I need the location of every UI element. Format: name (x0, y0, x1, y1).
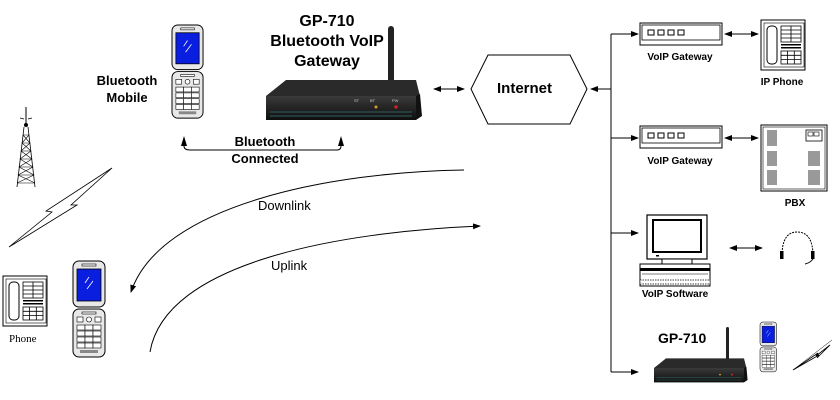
gateway-title: GP-710 Bluetooth VoIP Gateway (247, 12, 407, 72)
phone-label: Phone (9, 333, 37, 345)
gateway-name-line2: Bluetooth VoIP (270, 33, 384, 50)
internet-label: Internet (497, 80, 553, 97)
gateway-model-label: GP-710 (299, 13, 355, 30)
remote-bluetooth-mobile-icon (759, 321, 777, 373)
gp710-remote-device (653, 327, 748, 383)
bluetooth-connected-line2: Connected (231, 151, 299, 166)
gateway-led-label-bt: BT (370, 98, 376, 103)
bluetooth-mobile-label-line2: Mobile (106, 90, 148, 105)
bluetooth-link-arrow-left (181, 136, 187, 146)
bluetooth-mobile-label-line1: Bluetooth (96, 73, 158, 88)
gp710-gateway-device: ST BT PW (265, 26, 423, 121)
bluetooth-connected-line1: Bluetooth (234, 134, 296, 149)
bluetooth-connected-label: Bluetooth Connected (210, 133, 320, 167)
gateway-led-label-pw: PW (392, 98, 399, 103)
voip-gateway-1-label: VoIP Gateway (647, 52, 713, 63)
uplink-label: Uplink (271, 258, 308, 273)
bluetooth-mobile-phone-icon (171, 24, 204, 119)
gateway-led-label-st: ST (354, 98, 360, 103)
ip-phone-label: IP Phone (760, 77, 804, 88)
voip-gateway-2-label: VoIP Gateway (647, 156, 713, 167)
lightning-signal-icon (8, 167, 113, 248)
downlink-label: Downlink (258, 198, 311, 213)
voip-gateway-1-icon (639, 22, 723, 46)
cell-tower-icon (16, 107, 36, 188)
mobile-phone-icon (72, 260, 106, 358)
ip-phone-icon (760, 19, 806, 71)
bluetooth-link-line (183, 138, 342, 151)
voip-software-label: VoIP Software (641, 289, 709, 300)
pbx-label: PBX (784, 198, 806, 209)
gateway-name-line3: Gateway (294, 53, 360, 70)
desk-phone-icon (2, 275, 48, 327)
voip-software-computer-icon (639, 214, 711, 287)
bluetooth-mobile-label: Bluetooth Mobile (90, 72, 164, 106)
remote-gp710-label: GP-710 (658, 330, 707, 346)
bluetooth-link-arrow-right (338, 136, 344, 146)
remote-wireless-signal-icon (792, 339, 833, 371)
uplink-curve (149, 223, 481, 353)
pbx-icon (760, 124, 828, 192)
headset-icon (780, 231, 815, 265)
gateway-antenna (388, 26, 394, 84)
downlink-curve (130, 169, 465, 293)
internet-cloud-hexagon (470, 54, 588, 125)
voip-gateway-2-icon (639, 125, 723, 149)
